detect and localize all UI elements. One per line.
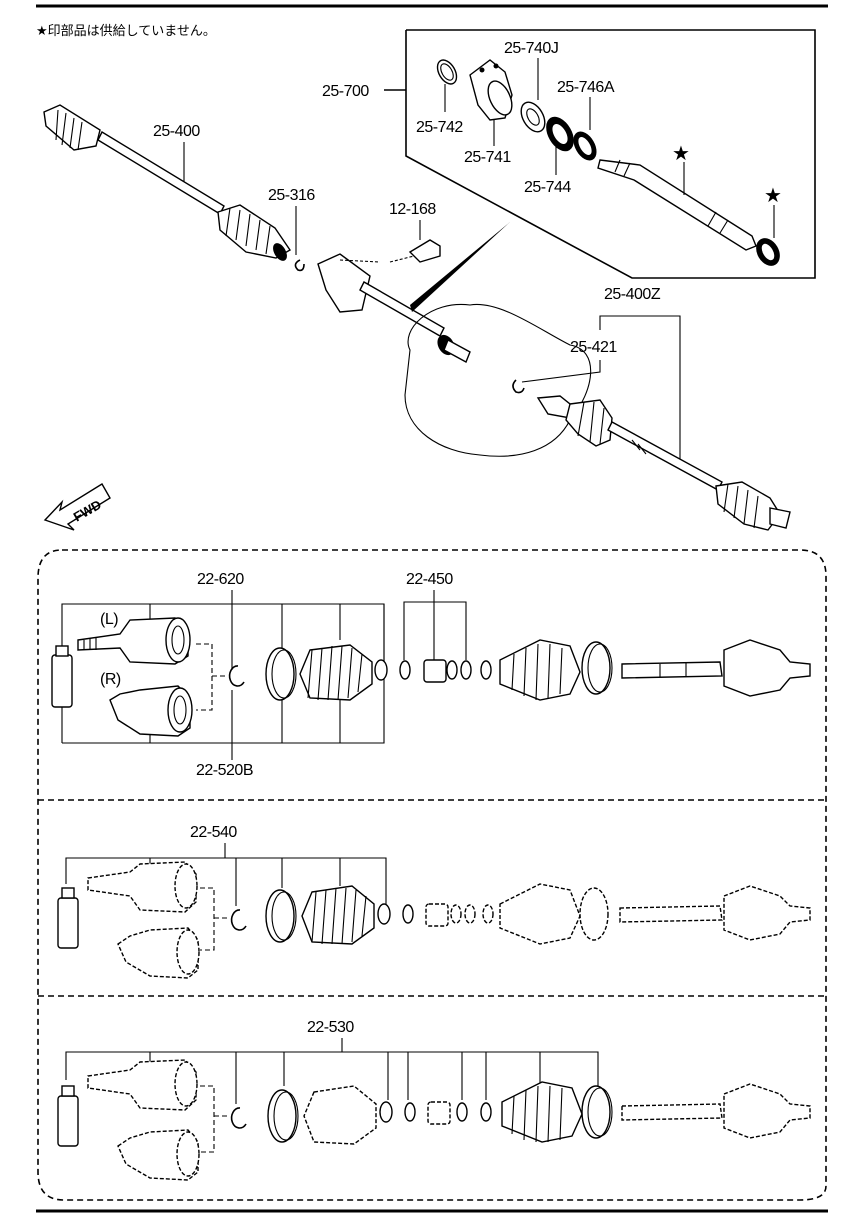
outer-joint-3b (117, 1129, 200, 1181)
c-clip-1 (228, 665, 245, 687)
inner-joint-1 (723, 639, 811, 697)
shaft-3 (621, 1103, 723, 1121)
outer-joint-3a (87, 1059, 198, 1111)
kit-seal-ring (436, 59, 458, 85)
boot-band-2 (265, 889, 297, 943)
clamp-3d (480, 1102, 492, 1122)
clamp-1e (480, 660, 492, 680)
kit-shaft (597, 159, 780, 266)
shaft-2 (619, 905, 723, 923)
label-clip-520: 22-520B (196, 762, 253, 779)
clamp-1c (446, 660, 458, 680)
intermediate-shaft (317, 253, 471, 363)
clamp-2a (377, 903, 391, 925)
boot-band-2b (579, 887, 609, 941)
label-kit-part-4: 25-744 (524, 179, 571, 196)
c-clip-3 (230, 1107, 247, 1129)
clamp-3b (404, 1102, 416, 1122)
clamp-2e (482, 904, 494, 924)
c-clip-2 (230, 909, 247, 931)
detail-row-2: 22-540 (57, 824, 811, 979)
label-joint-2: 22-540 (190, 824, 237, 841)
clamp-1d (460, 660, 472, 680)
boot-2 (301, 885, 375, 945)
grease-tube-2 (57, 887, 79, 949)
detail-row-1: 22-620 22-520B (L) (R) (51, 571, 811, 779)
boot-band-3 (267, 1089, 299, 1143)
label-kit-part-1: 25-740J (504, 40, 558, 57)
label-joint-3: 22-530 (307, 1019, 354, 1036)
label-clip: 25-316 (268, 187, 315, 204)
label-ring: 25-421 (570, 339, 617, 356)
clip-ring (294, 259, 305, 272)
boot-band-3b (581, 1085, 613, 1139)
kit-bracket (469, 59, 513, 121)
clamp-1b (399, 660, 411, 680)
clamp-1a (374, 659, 388, 681)
boot-3 (303, 1085, 377, 1145)
kit-box (405, 29, 816, 279)
label-kit: 25-700 (322, 83, 369, 100)
bolt (389, 239, 441, 263)
star-mark-shaft: ★ (672, 141, 690, 165)
fwd-arrow: FWD (43, 483, 111, 531)
right-driveshaft (536, 395, 791, 531)
clamp-2d (464, 904, 476, 924)
kit-bearing (520, 101, 546, 133)
damper-2 (425, 903, 449, 927)
inner-joint-3 (723, 1083, 811, 1139)
label-boot-kit: 22-450 (406, 571, 453, 588)
label-kit-part-5: 25-746A (557, 79, 615, 96)
label-kit-part-2: 25-742 (416, 119, 463, 136)
grease-tube-3 (57, 1085, 79, 1147)
clamp-2c (450, 904, 462, 924)
label-assembly-main: 25-400 (153, 123, 200, 140)
inner-boot-1 (499, 639, 581, 701)
clamp-3c (456, 1102, 468, 1122)
boot-band-1 (265, 647, 297, 701)
supply-note: ★印部品は供給していません。 (36, 24, 216, 39)
label-side-left: (L) (100, 611, 118, 628)
kit-snap-ring (573, 131, 597, 161)
outer-joint-right (109, 685, 193, 737)
outer-joint-left (77, 617, 191, 665)
boot-1 (299, 644, 373, 701)
clamp-2b (402, 904, 414, 924)
detail-box (37, 549, 827, 1201)
inner-boot-2 (499, 883, 581, 945)
outer-joint-2a (87, 861, 198, 913)
damper-3 (427, 1101, 451, 1125)
inner-joint-2 (723, 885, 811, 941)
label-side-right: (R) (100, 671, 121, 688)
damper-1 (423, 659, 447, 683)
inner-boot-3 (501, 1081, 583, 1143)
boot-band-1b (581, 641, 613, 695)
outer-joint-2b (117, 927, 200, 979)
star-mark-ring: ★ (764, 183, 782, 207)
shaft-1 (621, 661, 723, 679)
pointer-wedge (410, 222, 510, 312)
kit-seal (546, 116, 574, 152)
retaining-ring (512, 379, 525, 394)
label-joint-1: 22-620 (197, 571, 244, 588)
detail-row-3: 22-530 (57, 1019, 811, 1181)
transmission-outline (404, 303, 592, 457)
label-bolt: 12-168 (389, 201, 436, 218)
clamp-3a (379, 1101, 393, 1123)
label-assembly-right: 25-400Z (604, 286, 661, 303)
grease-tube-1 (51, 645, 73, 708)
label-kit-part-3: 25-741 (464, 149, 511, 166)
left-driveshaft (43, 104, 292, 261)
